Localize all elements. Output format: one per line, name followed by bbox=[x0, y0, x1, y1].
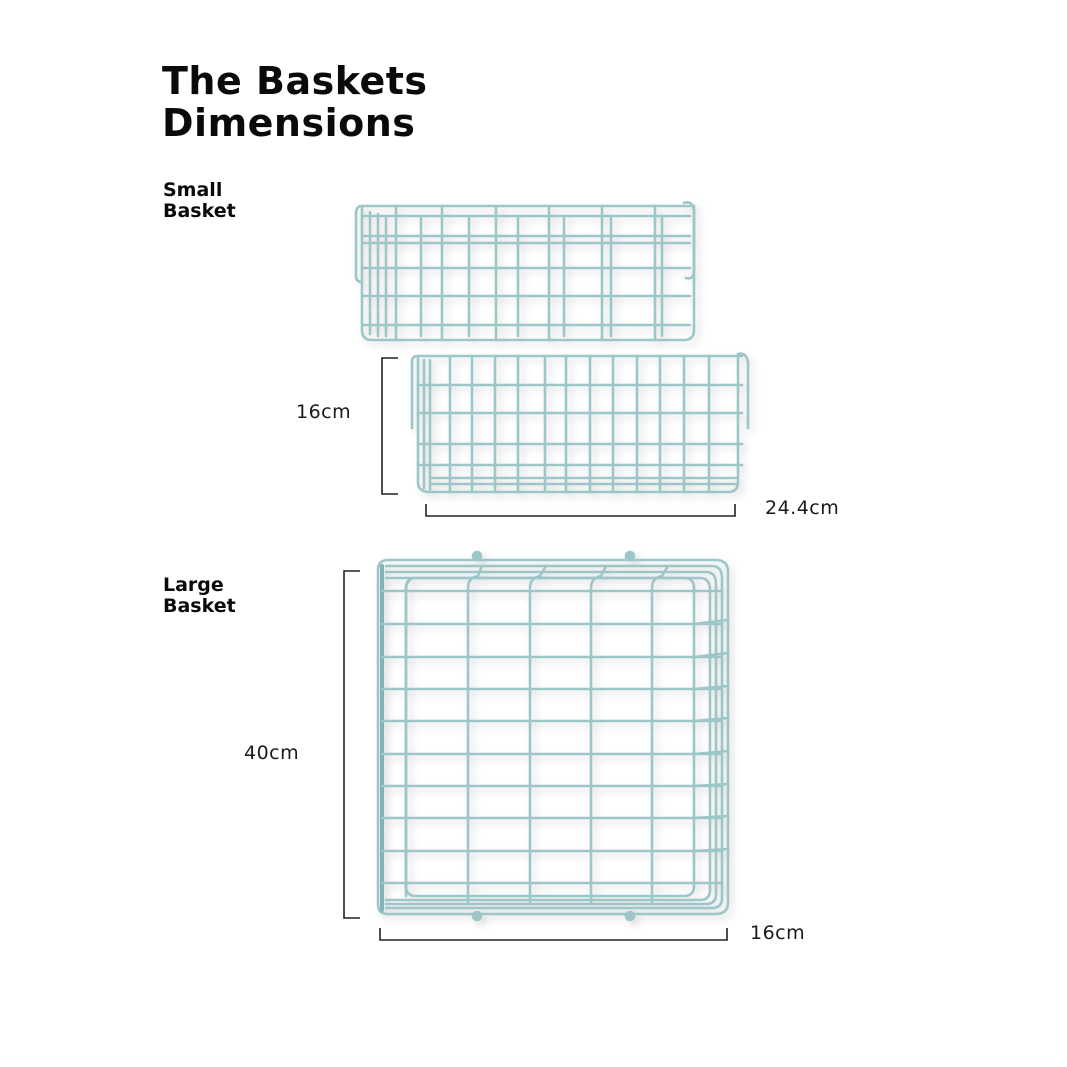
small-basket-label-line-1: Small bbox=[163, 179, 223, 201]
small-basket-label-line-2: Basket bbox=[163, 200, 236, 222]
title-line-2: Dimensions bbox=[162, 101, 416, 145]
small-basket-height-label: 16cm bbox=[296, 401, 352, 423]
large-basket-width-label: 16cm bbox=[750, 922, 806, 944]
large-basket-label-line-1: Large bbox=[163, 574, 224, 596]
small-basket-label: Small Basket bbox=[163, 180, 236, 222]
small-basket-width-bracket bbox=[425, 504, 736, 517]
large-basket-width-bracket bbox=[379, 928, 728, 941]
large-basket-height-label: 40cm bbox=[244, 742, 300, 764]
title-line-1: The Baskets bbox=[162, 59, 428, 103]
large-basket-label-line-2: Basket bbox=[163, 595, 236, 617]
small-basket-height-bracket bbox=[381, 357, 398, 495]
small-basket-image-top bbox=[354, 201, 696, 342]
large-basket-image bbox=[376, 550, 730, 922]
small-basket-width-label: 24.4cm bbox=[765, 497, 840, 519]
large-basket-label: Large Basket bbox=[163, 575, 236, 617]
small-basket-image-bottom bbox=[410, 352, 750, 494]
large-basket-height-bracket bbox=[343, 570, 360, 919]
page-title: The Baskets Dimensions bbox=[162, 60, 428, 144]
